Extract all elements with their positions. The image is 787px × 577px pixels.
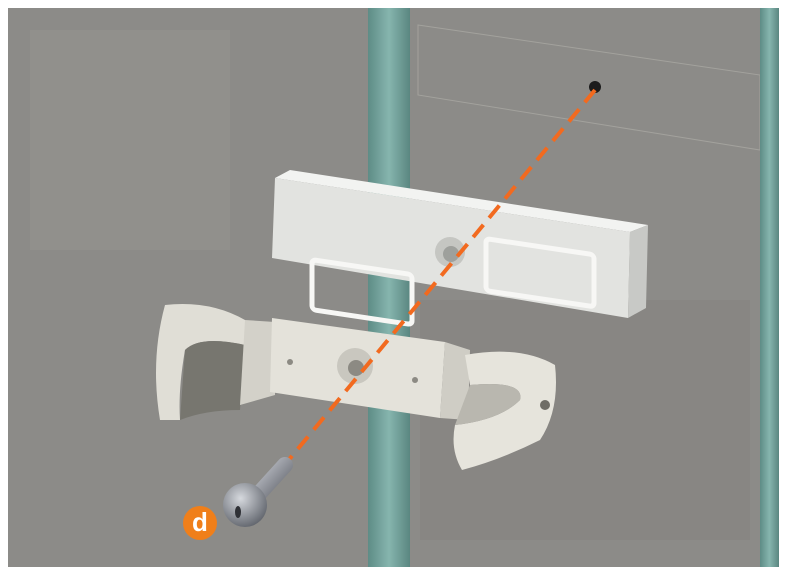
wall-hole <box>589 81 601 93</box>
right-pipe <box>760 8 779 567</box>
pipe-clamp <box>156 304 556 470</box>
step-label-badge: d <box>183 506 217 540</box>
vertical-pipe <box>368 8 410 567</box>
wall-bracket <box>272 170 648 327</box>
guide-dashed-line <box>280 88 597 470</box>
screw <box>223 457 293 527</box>
